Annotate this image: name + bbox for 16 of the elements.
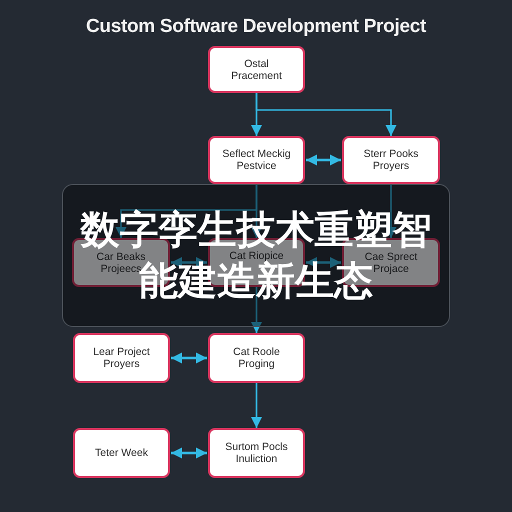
arrow — [256, 93, 396, 136]
arrow — [251, 383, 262, 428]
arrow — [306, 154, 341, 166]
arrow — [171, 352, 207, 364]
process-box: Lear Project Proyers — [73, 333, 170, 383]
title: Custom Software Development Project — [84, 15, 428, 39]
arrow — [171, 257, 207, 268]
process-box: Sterr Pooks Proyers — [342, 136, 440, 184]
arrow — [251, 184, 262, 238]
process-box: Teter Week — [73, 428, 170, 478]
arrow — [306, 257, 341, 268]
process-box: Surtom Pocls Inuliction — [208, 428, 305, 478]
process-box: Ostal Pracement — [208, 46, 305, 93]
process-box: Cat Roole Proging — [208, 333, 305, 383]
process-box: Seflect Meckig Pestvice — [208, 136, 305, 184]
arrow — [171, 448, 207, 458]
